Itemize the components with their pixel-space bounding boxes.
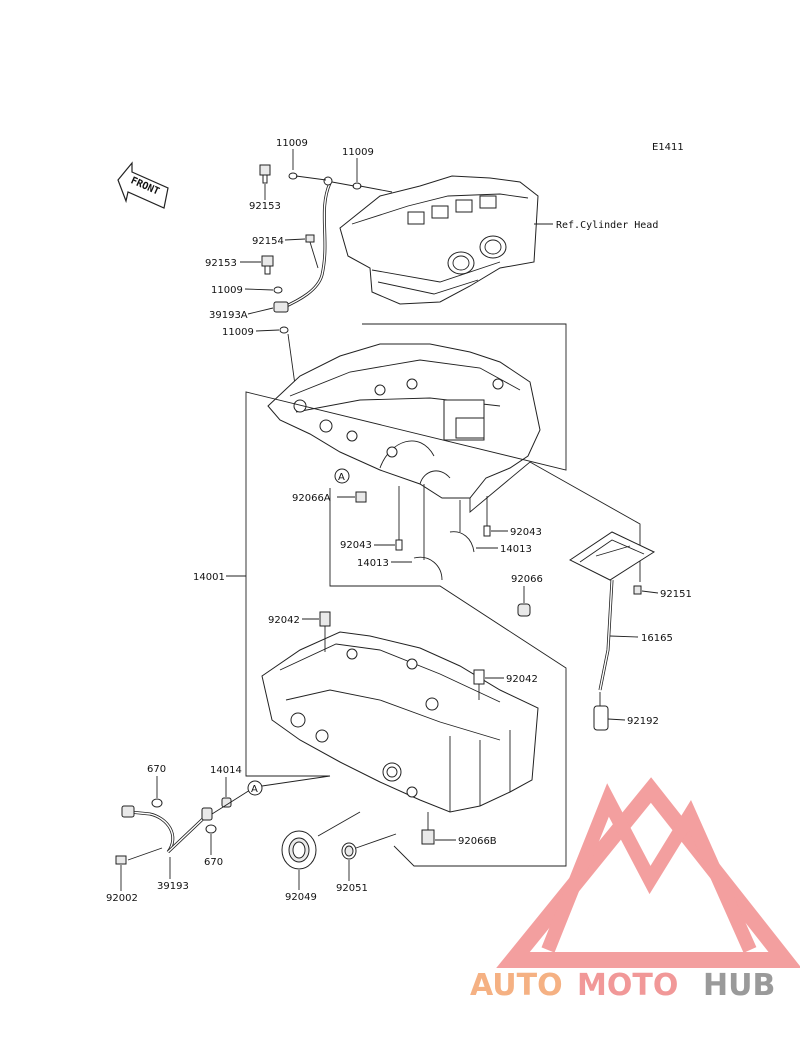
label-670-a: 670 (147, 764, 166, 775)
label-92192: 92192 (627, 716, 659, 727)
label-92002: 92002 (106, 893, 138, 904)
bolt-92153-lower (261, 255, 274, 275)
bolt-92151 (633, 585, 642, 595)
bearing-14013-right (449, 531, 475, 553)
dowel-92066 (517, 603, 531, 617)
watermark-part-hub: HUB (703, 968, 775, 1003)
watermark-text: AUTO MOTO HUB (470, 968, 775, 1003)
label-11009-b: 11009 (342, 147, 374, 158)
bearing-14013-left (413, 556, 443, 581)
dowel-92043-right (483, 525, 491, 537)
oil-seal-92051 (341, 842, 357, 860)
callout-a-lower-letter: A (251, 784, 258, 795)
label-14001: 14001 (193, 572, 225, 583)
bolt-92153-upper (259, 164, 271, 184)
label-92066A: 92066A (292, 493, 331, 504)
oil-pipe-upper (273, 176, 333, 313)
washer-11009-d (279, 326, 289, 334)
label-11009-d: 11009 (222, 327, 254, 338)
label-11009-c: 11009 (211, 285, 243, 296)
label-670-b: 670 (204, 857, 223, 868)
callout-a-upper-letter: A (338, 472, 345, 483)
callout-a-upper (334, 468, 350, 484)
label-92043-b: 92043 (510, 527, 542, 538)
upper-crankcase (267, 343, 541, 499)
label-92153-a: 92153 (249, 201, 281, 212)
front-arrow-icon: FRONT (117, 161, 169, 209)
washer-670-b (205, 824, 217, 834)
watermark-part-moto: MOTO (577, 968, 678, 1003)
bracket-14001 (245, 323, 567, 777)
label-92051: 92051 (336, 883, 368, 894)
label-39193A: 39193A (209, 310, 248, 321)
pipe-16165 (598, 579, 614, 691)
oil-pipe-lower (121, 805, 213, 854)
dowel-92066a (355, 491, 367, 503)
dowel-92042-right (473, 669, 485, 685)
label-92154: 92154 (252, 236, 284, 247)
label-92042-b: 92042 (506, 674, 538, 685)
washer-11009-upper-a (288, 172, 298, 180)
label-14013-a: 14013 (357, 558, 389, 569)
oil-seal-92049 (281, 830, 317, 870)
label-92153-b: 92153 (205, 258, 237, 269)
part-labels: 11009 11009 92153 92154 92153 11009 3919… (106, 138, 692, 904)
dowel-92043-left (395, 539, 403, 551)
washer-11009-c (273, 286, 283, 294)
label-92049: 92049 (285, 892, 317, 903)
label-14013-b: 14013 (500, 544, 532, 555)
callout-a-lower (247, 780, 263, 796)
label-92066B: 92066B (458, 836, 497, 847)
bolt-92002 (115, 855, 127, 865)
label-14014: 14014 (210, 765, 242, 776)
diagram-code: E1411 (652, 142, 684, 153)
label-92066: 92066 (511, 574, 543, 585)
bolt-92154 (305, 234, 319, 269)
washer-670-a (151, 798, 163, 808)
ref-cylinder-head-label: Ref.Cylinder Head (556, 220, 658, 231)
label-92042-a: 92042 (268, 615, 300, 626)
plug-92066b (421, 829, 435, 845)
label-92043-a: 92043 (340, 540, 372, 551)
seal-92192 (593, 705, 609, 731)
oil-strainer-plate (569, 531, 656, 581)
label-92151: 92151 (660, 589, 692, 600)
label-16165: 16165 (641, 633, 673, 644)
label-39193: 39193 (157, 881, 189, 892)
cylinder-head (339, 175, 539, 305)
dowel-92042-left (319, 611, 331, 627)
watermark-logo (496, 777, 800, 968)
washer-11009-upper-b (352, 182, 362, 190)
watermark-part-auto: AUTO (470, 968, 563, 1003)
lower-crankcase (261, 631, 539, 813)
label-11009-a: 11009 (276, 138, 308, 149)
